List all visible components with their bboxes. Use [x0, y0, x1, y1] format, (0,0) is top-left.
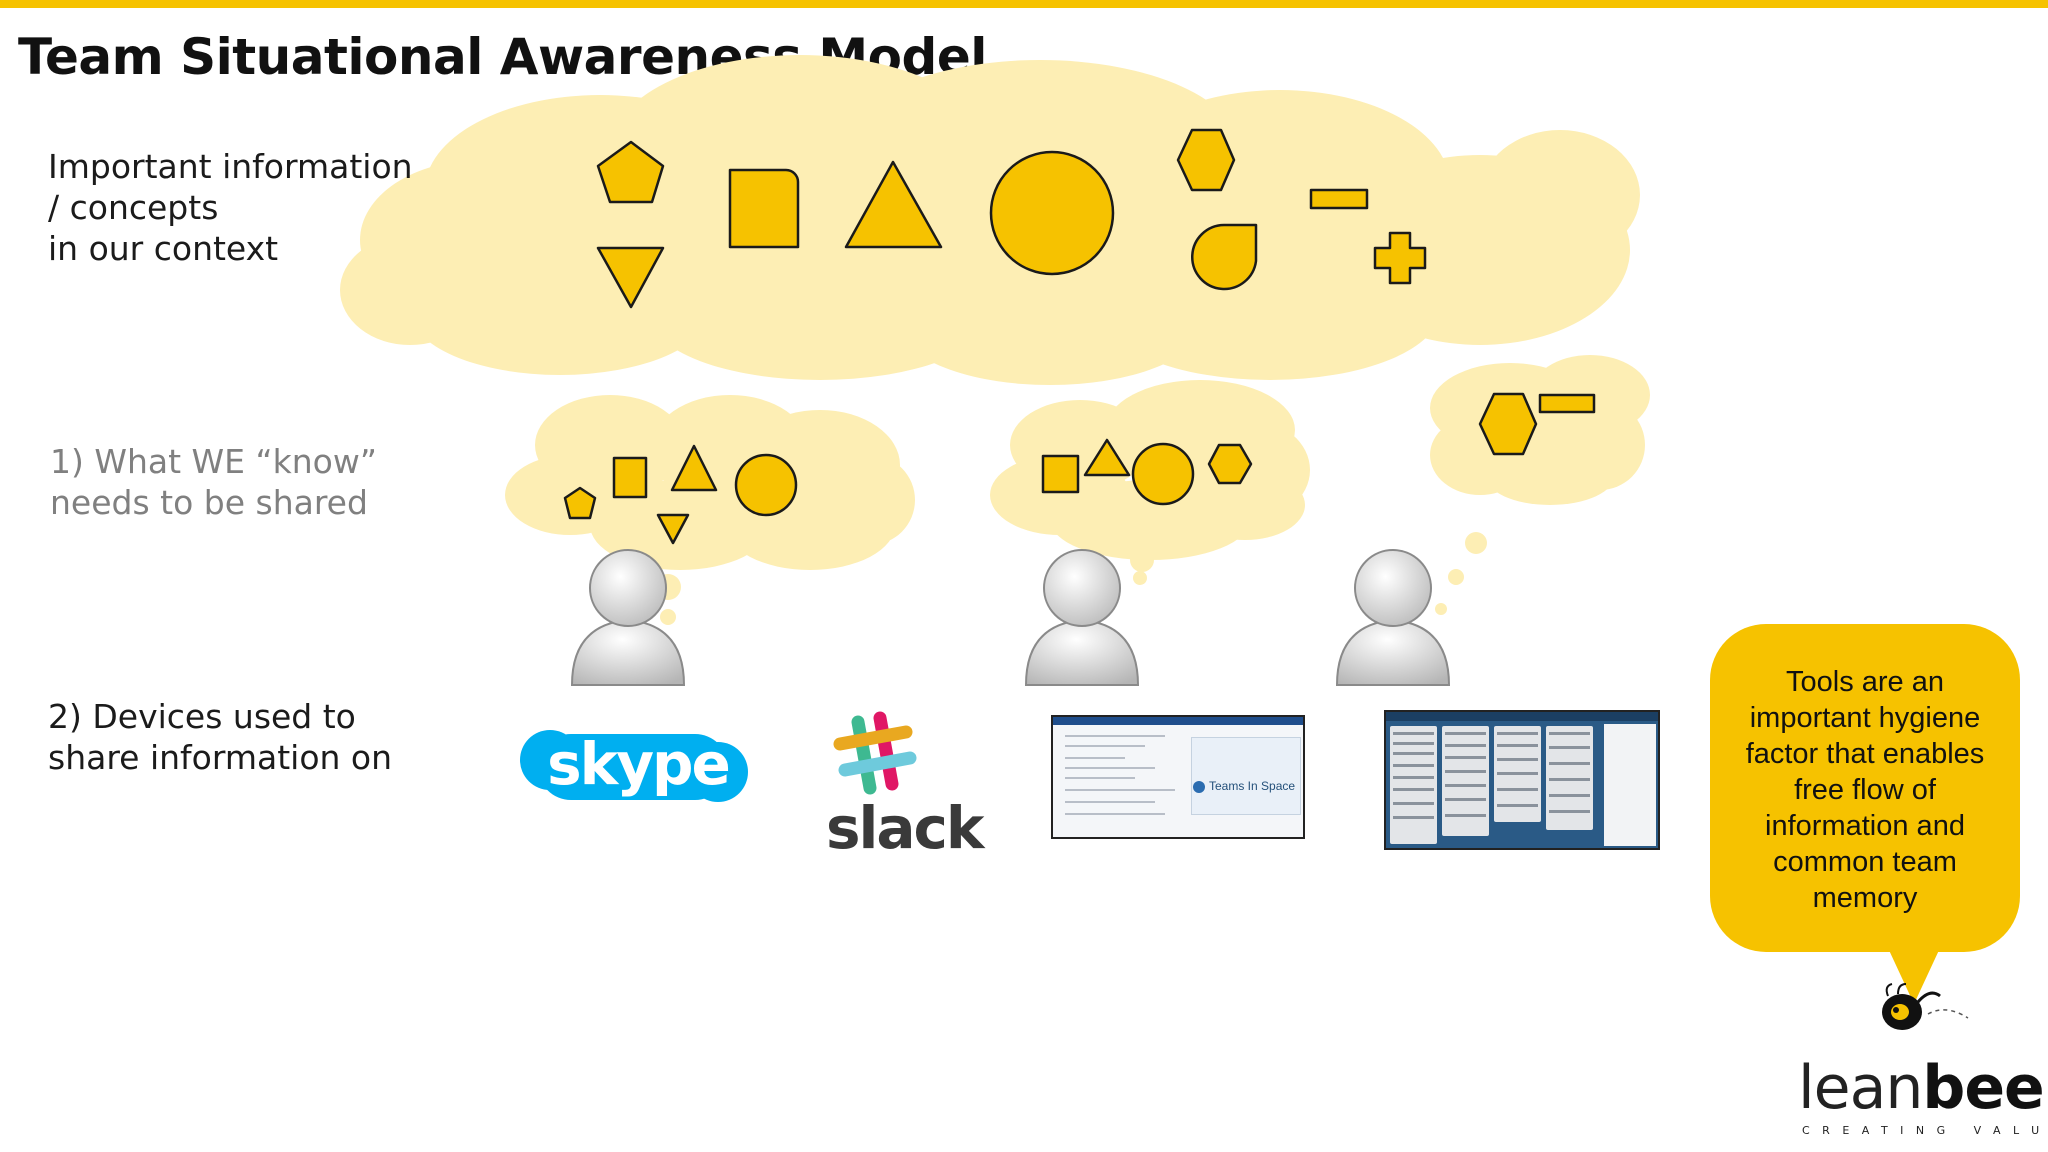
pentagon-icon [596, 140, 665, 204]
callout-text: Tools are an important hygiene factor th… [1745, 666, 1985, 914]
triangle-icon [1083, 438, 1131, 477]
bar-icon [1309, 188, 1369, 210]
thought-cloud-1 [505, 395, 915, 625]
rounded-square-icon [728, 168, 800, 249]
inverted-triangle-icon [656, 513, 690, 545]
slack-hash-icon [833, 711, 917, 795]
hexagon-icon [1207, 443, 1253, 485]
context-cloud [340, 55, 1640, 385]
logo-light-text: lean [1798, 1053, 1923, 1123]
devices-label: 2) Devices used to share information on [48, 697, 393, 777]
leanbee-logo: leanbee [1798, 1058, 2045, 1118]
trello-list [1442, 726, 1489, 836]
inverted-triangle-icon [596, 246, 665, 309]
slack-wordmark: slack [826, 794, 984, 862]
screenshot-toolbar [1386, 712, 1658, 721]
screenshot-preview-text: Teams In Space [1209, 779, 1296, 793]
circle-icon [989, 150, 1115, 276]
confluence-screenshot: Teams In Space [1051, 715, 1305, 839]
person-icon [570, 549, 686, 686]
teams-logo-icon [1193, 781, 1205, 793]
rounded-square-icon [612, 456, 648, 499]
trello-list [1546, 726, 1593, 830]
concepts-label: Important information / concepts in our … [48, 147, 413, 268]
logo-bold-text: bee [1922, 1053, 2044, 1123]
rounded-square-icon [1041, 454, 1080, 494]
cross-icon [1373, 231, 1427, 285]
pentagon-icon [563, 486, 597, 520]
trello-list [1390, 726, 1437, 844]
know-label: 1) What WE “know” needs to be shared [50, 442, 377, 522]
person-icon [1335, 549, 1451, 686]
screenshot-preview-panel [1191, 737, 1301, 815]
callout-bubble [1710, 624, 2020, 952]
trello-screenshot [1384, 710, 1660, 850]
logo-tagline: CREATING VALUE [1802, 1124, 2048, 1137]
trello-activity-panel [1604, 724, 1656, 846]
top-accent-bar [0, 0, 2048, 8]
triangle-icon [844, 160, 943, 249]
droplet-icon [1191, 223, 1258, 291]
person-icon [1024, 549, 1140, 686]
circle-icon [1131, 442, 1195, 506]
trello-list [1494, 726, 1541, 822]
bar-icon [1538, 393, 1596, 414]
circle-icon [734, 453, 798, 517]
skype-wordmark: skype [547, 730, 729, 798]
bee-icon [1882, 983, 1969, 1030]
hexagon-icon [1478, 392, 1538, 456]
screenshot-toolbar [1053, 717, 1303, 725]
concept-shapes [596, 128, 1427, 309]
hexagon-icon [1176, 128, 1236, 192]
triangle-icon [670, 444, 718, 492]
skype-logo: skype [520, 730, 748, 802]
